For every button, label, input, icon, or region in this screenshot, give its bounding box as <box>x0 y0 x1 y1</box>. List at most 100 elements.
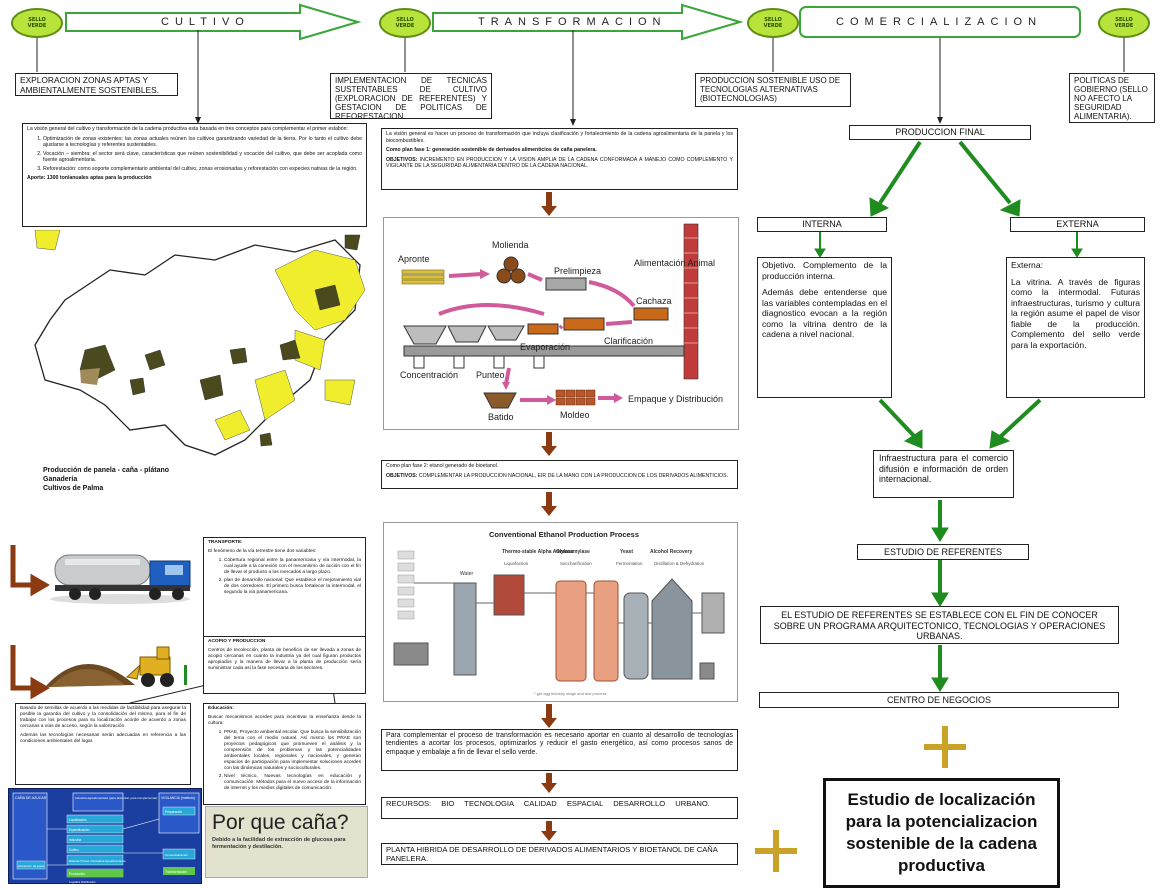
label-batido: Batido <box>488 412 514 422</box>
produccion-final-box: PRODUCCION FINAL <box>849 125 1031 140</box>
loader-soil-image <box>45 646 187 687</box>
cultivo-item: Vocación – siembra: el sector será clave… <box>43 151 362 164</box>
chain-center-top: Industria agroalimentaria (para alimenta… <box>75 796 157 800</box>
externa-title: Externa: <box>1011 260 1044 270</box>
label-concentracion: Concentración <box>400 370 458 380</box>
acopio-title: ACOPIO Y PRODUCCION <box>208 639 266 644</box>
map-legend-ganaderia: Ganadería <box>43 476 78 483</box>
cultivo-item: Reforestación: como soporte complementar… <box>43 166 362 173</box>
chain-right-title: VIGILANCIA (Instituto) <box>161 796 195 800</box>
interna-detalle: Además debe entenderse que las variables… <box>762 287 887 339</box>
objetivos-label: OBJETIVOS: <box>386 156 418 163</box>
complemento-text-box: Para complementar el proceso de transfor… <box>381 729 738 771</box>
value-chain-diagram: CAÑA DE AZUCAR Industria agroalimentaria… <box>8 788 202 884</box>
ethanol-label: Alcohol Recovery <box>650 549 692 555</box>
label-alimentacion: Alimentación Animal <box>634 258 715 268</box>
sello-verde-badge: SELLO VERDE <box>11 8 63 38</box>
comercializacion-box <box>799 6 1081 38</box>
label-evaporacion: Evaporación <box>520 342 570 352</box>
transporte-box: TRANSPORTE: El fenómeno de la vía terres… <box>203 537 366 649</box>
politicas-box: POLITICAS DE GOBIERNO (SELLO NO AFECTO L… <box>1069 73 1155 123</box>
ethanol-process-diagram: Conventional Ethanol Production Process … <box>383 522 738 702</box>
sello-verde-badge: SELLO VERDE <box>747 8 799 38</box>
sello-verde-badge: SELLO VERDE <box>1098 8 1150 38</box>
fuel-truck-image <box>50 554 191 604</box>
ethanol-label: Glucoamylase <box>556 549 590 555</box>
semillas-text-box: Basado de semillas de acuerdo a las medi… <box>15 703 191 785</box>
chain-left-title: CAÑA DE AZUCAR <box>15 795 47 800</box>
educacion-item: PRAE, Proyecto ambiental escolar. Que bu… <box>224 730 361 772</box>
infraestructura-box: Infraestructura para el comercio difusió… <box>873 450 1014 498</box>
sello-verde-badge: SELLO VERDE <box>379 8 431 38</box>
cultivo-item: Optimización de zonas existentes: las zo… <box>43 136 362 149</box>
fase2-line: Como plan fase 2: etanol generado de bio… <box>386 463 499 469</box>
chain-box-label: Cultivo <box>69 848 79 852</box>
externa-detalle: La vitrina. A través de figuras como la … <box>1011 276 1140 350</box>
por-que-cana-subtitle: Debido a la facilidad de extracción de g… <box>212 837 346 850</box>
educacion-box: Educación: Buscar mecanismos acordes par… <box>203 703 366 805</box>
label-apronte: Apronte <box>398 254 430 264</box>
estudio-localizacion-box: Estudio de localización para la potencia… <box>823 778 1060 888</box>
chain-box-label: Producción <box>69 872 85 876</box>
region-map <box>34 230 366 456</box>
acopio-text: Centros de recolección, planta de benefi… <box>208 648 361 671</box>
externa-text-box: Externa: La vitrina. A través de figuras… <box>1006 257 1145 398</box>
interna-text-box: Objetivo. Complemento de la producción i… <box>757 257 892 398</box>
acopio-box: ACOPIO Y PRODUCCION Centros de recolecci… <box>203 636 366 694</box>
interna-box: INTERNA <box>757 217 887 232</box>
chain-box-label: Localización <box>69 818 87 822</box>
chain-box-label: Preparación <box>165 810 182 814</box>
transporte-item: plan de desarrollo nacional: Que estable… <box>224 578 361 596</box>
stage-cultivo-label: CULTIVO <box>161 16 250 28</box>
ethanol-footnote: * get agg industry stage and test proces… <box>534 691 607 696</box>
chain-box-label: Transformación <box>165 870 187 874</box>
map-legend-panela: Producción de panela - caña - plátano <box>43 467 170 474</box>
fase2-objetivos-label: OBJETIVOS: <box>386 472 418 479</box>
por-que-cana-title: Por que caña? <box>212 811 349 834</box>
fase2-objetivos: OBJETIVOS: COMPLEMENTAR LA PRODUCCION NA… <box>386 473 733 480</box>
stage-transformacion-label: TRANSFORMACION <box>478 16 667 28</box>
por-que-cana-box: Por que caña? Debido a la facilidad de e… <box>205 806 368 878</box>
ethanol-sublabel: Fermentation <box>616 561 643 566</box>
label-clarificacion: Clarificación <box>604 336 653 346</box>
map-legend-palma: Cultivos de Palma <box>43 485 104 492</box>
implementacion-box: IMPLEMENTACION DE TECNICAS SUSTENTABLES … <box>330 73 492 121</box>
stage-comercializacion-label: COMERCIALIZACION <box>836 16 1043 28</box>
panela-process-svg: Apronte Molienda Prelimpieza Alimentació… <box>398 223 723 422</box>
centro-negocios-box: CENTRO DE NEGOCIOS <box>759 692 1119 708</box>
chain-box-label: Especificación <box>69 828 90 832</box>
chain-box-label: Materias Primas / Derivados Agroalimenta… <box>69 859 126 863</box>
map-legend: Producción de panela - caña - plátano Ga… <box>43 466 243 493</box>
objetivos-text: INCREMENTO EN PRODUCCION Y LA VISION AMP… <box>386 156 733 170</box>
ethanol-sublabel: Saccharification <box>560 561 592 566</box>
transporte-item: Cobertura regional entre la panamericana… <box>224 558 361 576</box>
fase2-objetivos-text: COMPLEMENTAR LA PRODUCCION NACIONAL, EIR… <box>418 472 728 479</box>
ethanol-title: Conventional Ethanol Production Process <box>489 530 639 539</box>
exploracion-box: EXPLORACION ZONAS APTAS Y AMBIENTALMENTE… <box>15 73 178 96</box>
transformacion-objetivos: OBJETIVOS: INCREMENTO EN PRODUCCION Y LA… <box>386 157 733 170</box>
label-prelimpieza: Prelimpieza <box>554 266 601 276</box>
cultivo-footer: Aporte: 1300 ton/anuales aptas para la p… <box>27 174 152 181</box>
plus-icons <box>755 726 966 872</box>
estudio-localizacion-text: Estudio de localización para la potencia… <box>845 790 1038 875</box>
chain-box-label: Logística Distribución <box>69 880 96 884</box>
ethanol-sublabel: Distillation & Dehydration <box>654 561 705 566</box>
semillas-p2: Además las tecnologías necesarias serán … <box>20 733 186 744</box>
educacion-intro: Buscar mecanismos acordes para incentiva… <box>208 715 361 726</box>
interna-objetivo: Objetivo. Complemento de la producción i… <box>762 260 887 281</box>
transporte-title: TRANSPORTE: <box>208 540 243 545</box>
ethanol-label: Yeast <box>620 549 633 555</box>
ethanol-label: Thermo-stable Alpha Amylase <box>502 549 574 555</box>
cultivo-intro: La visión general del cultivo y transfor… <box>27 126 348 132</box>
transformacion-text-box: La visión general es hacer un proceso de… <box>381 128 738 190</box>
planta-hibrida-box: PLANTA HIBRIDA DE DESARROLLO DE DERIVADO… <box>381 843 738 865</box>
brown-arrows <box>541 192 557 841</box>
recursos-box: RECURSOS: BIO TECNOLOGIA CALIDAD ESPACIA… <box>381 797 738 819</box>
chain-box-label: Comercialización <box>165 853 188 857</box>
transformacion-arrow <box>432 3 744 41</box>
panela-process-diagram: Apronte Molienda Prelimpieza Alimentació… <box>383 217 739 430</box>
produccion-sostenible-box: PRODUCCION SOSTENIBLE USO DE TECNOLOGIAS… <box>695 73 851 107</box>
label-punteo: Punteo <box>476 370 505 380</box>
semillas-p1: Basado de semillas de acuerdo a las medi… <box>20 706 186 729</box>
